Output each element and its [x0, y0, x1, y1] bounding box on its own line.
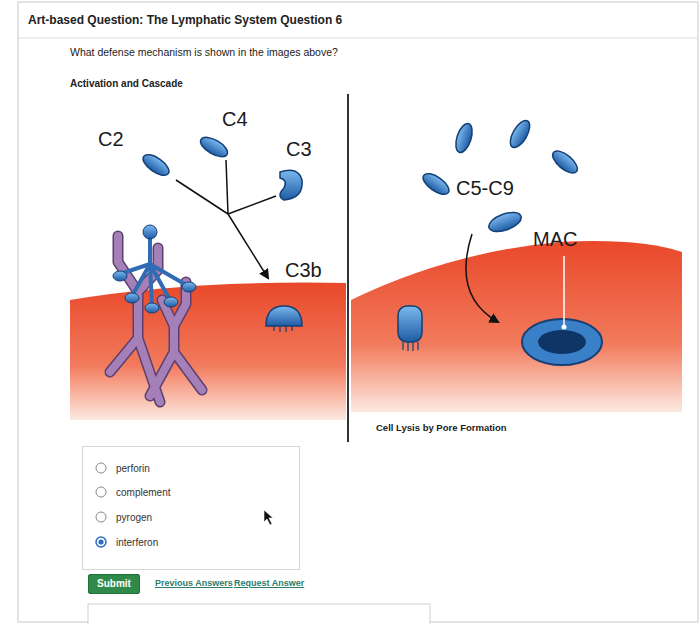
protein-label: C3	[286, 138, 312, 161]
protein-label: C3b	[285, 259, 322, 282]
screen-frame	[18, 2, 698, 622]
leader-dot	[562, 325, 567, 330]
c5-c9-protein	[453, 122, 476, 155]
feedback-box	[88, 604, 430, 624]
c1-complex-head	[182, 282, 196, 292]
protein-label: C2	[98, 128, 124, 151]
c1-complex-head	[143, 225, 157, 239]
link-text: Previous Answers	[155, 578, 233, 588]
option-label: pyrogen	[116, 512, 152, 524]
option-label: perforin	[116, 463, 150, 475]
radio-button	[96, 463, 106, 473]
question-text: What defense mechanism is shown in the i…	[70, 46, 338, 58]
mouse-cursor	[264, 510, 273, 525]
c2-protein	[140, 151, 173, 180]
radio-button-selected	[96, 537, 106, 547]
figure-heading: Activation and Cascade	[70, 78, 183, 89]
cell-membrane	[351, 241, 682, 412]
option-label: complement	[116, 487, 170, 499]
c3b-protein	[266, 306, 302, 326]
cell-membrane	[70, 283, 346, 420]
figure-ground	[68, 96, 682, 442]
mac-pore	[522, 319, 602, 365]
radio-button	[96, 487, 106, 497]
submit-button: Submit	[88, 574, 140, 594]
protein-label: MAC	[533, 228, 577, 251]
c5-c9-protein	[549, 147, 581, 177]
c3b-anchor	[274, 326, 292, 332]
antibody-outline	[110, 236, 202, 402]
panel-divider	[347, 94, 349, 442]
c1-complex-head	[164, 297, 178, 307]
protein-label: C5-C9	[456, 177, 514, 200]
c5-c9-protein	[486, 209, 523, 236]
c1-complex-head	[125, 293, 139, 303]
c1-complex-arms	[120, 232, 188, 306]
radio-dot	[98, 539, 103, 544]
protein-label: C4	[222, 108, 248, 131]
c5-c9-protein	[506, 118, 533, 151]
button-label: Submit	[97, 578, 131, 590]
membrane-protein	[398, 306, 422, 342]
c1-complex-head	[145, 303, 159, 313]
leader-line	[563, 256, 565, 326]
assembly-arrow	[466, 234, 498, 322]
c1-complex-head	[113, 271, 127, 281]
c4-protein	[198, 133, 231, 160]
answer-options-box: perforin complement pyrogen interferon	[82, 446, 300, 570]
mac-pore-opening	[538, 330, 586, 354]
cascade-line	[176, 160, 276, 214]
option-label: interferon	[116, 537, 158, 549]
question-heading: Art-based Question: The Lymphatic System…	[28, 13, 342, 27]
membrane-protein-anchor	[403, 342, 418, 351]
cascade-arrow	[228, 214, 268, 278]
c3-protein	[280, 170, 302, 200]
c5-c9-protein	[420, 170, 453, 199]
link-text: Request Answer	[234, 578, 304, 588]
header-rule	[18, 38, 698, 39]
radio-button	[96, 512, 106, 522]
figure-caption: Cell Lysis by Pore Formation	[376, 422, 507, 433]
antibody	[110, 236, 202, 402]
